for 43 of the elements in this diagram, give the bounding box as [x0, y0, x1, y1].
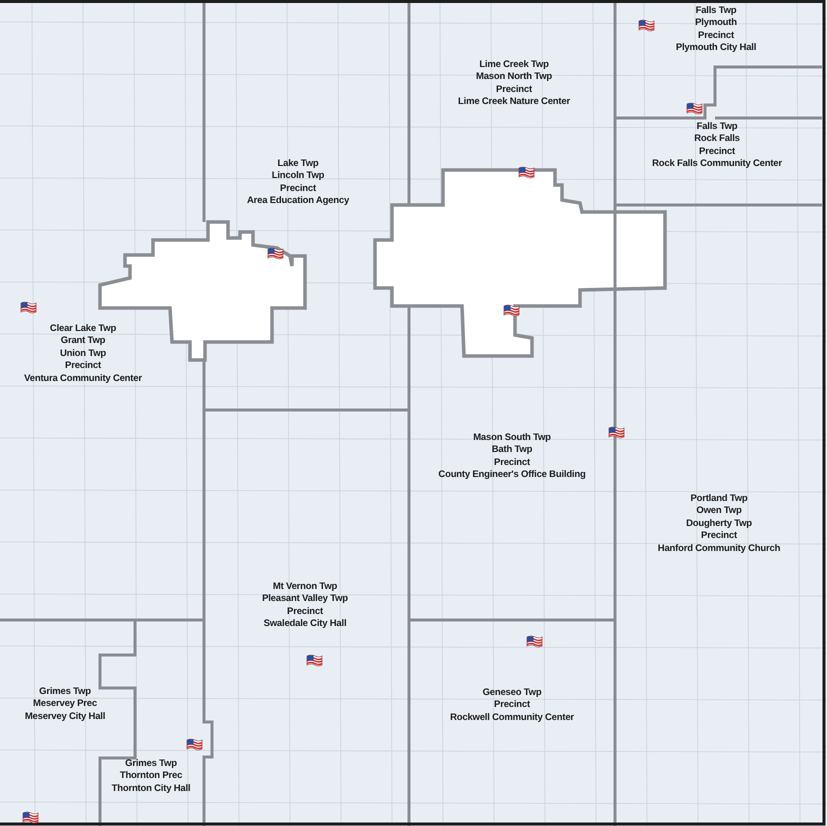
precinct-label: Precinct	[496, 84, 532, 96]
precinct-label: Mason North Twp	[476, 71, 552, 84]
precinct-label: Dougherty Twp	[686, 518, 752, 530]
precinct-label: Clear Lake Twp	[50, 323, 116, 335]
precinct-label: Meservey Prec	[33, 698, 97, 710]
precinct-label: Swaledale City Hall	[264, 618, 346, 630]
precinct-label: Hanford Community Church	[658, 542, 780, 555]
precinct-label: Grant Twp	[60, 335, 106, 348]
precinct-label: Precinct	[698, 30, 734, 42]
precinct-label: Lime Creek Twp	[479, 59, 549, 71]
precinct-label: Precinct	[287, 606, 323, 618]
precinct-label: Owen Twp	[696, 505, 742, 518]
precinct-label: Area Education Agency	[246, 195, 350, 208]
precinct-label: Thornton Prec	[120, 770, 182, 782]
precinct-label: Grimes Twp	[125, 758, 177, 770]
precinct-label: Precinct	[280, 182, 316, 195]
precinct-label: Meservey City Hall	[24, 710, 106, 723]
precinct-label: Ventura Community Center	[24, 372, 142, 385]
precinct-label: Lake Twp	[278, 158, 318, 170]
precinct-label: Bath Twp	[492, 444, 532, 456]
precinct-label: Pleasant Valley Twp	[262, 593, 348, 606]
precinct-label: Mason South Twp	[473, 432, 551, 444]
precinct-label: Precinct	[699, 146, 735, 158]
precinct-label: Plymouth City Hall	[676, 42, 756, 54]
precinct-label: Grimes Twp	[39, 686, 91, 698]
precinct-label: Precinct	[65, 360, 101, 372]
precinct-label: Portland Twp	[690, 493, 748, 505]
precinct-label: Precinct	[494, 456, 530, 469]
precinct-label: Lime Creek Nature Center	[458, 96, 570, 108]
precinct-label: Mt Vernon Twp	[272, 581, 338, 593]
precinct-label: County Engineer's Office Building	[438, 469, 586, 482]
precinct-label: Union Twp	[60, 348, 106, 360]
precinct-label: Thornton City Hall	[112, 782, 190, 795]
precinct-label: Geneseo Twp	[482, 687, 542, 699]
precinct-label: Lincoln Twp	[272, 170, 324, 182]
precinct-label: Precinct	[494, 699, 530, 712]
precinct-label: Falls Twp	[696, 121, 738, 133]
precinct-label: Rock Falls Community Center	[652, 158, 782, 170]
precinct-label: Plymouth	[695, 17, 737, 30]
precinct-label: Rockwell Community Center	[450, 712, 574, 724]
precinct-label: Falls Twp	[696, 5, 736, 17]
precinct-label: Precinct	[701, 530, 737, 542]
precinct-label: Rock Falls	[694, 133, 740, 146]
